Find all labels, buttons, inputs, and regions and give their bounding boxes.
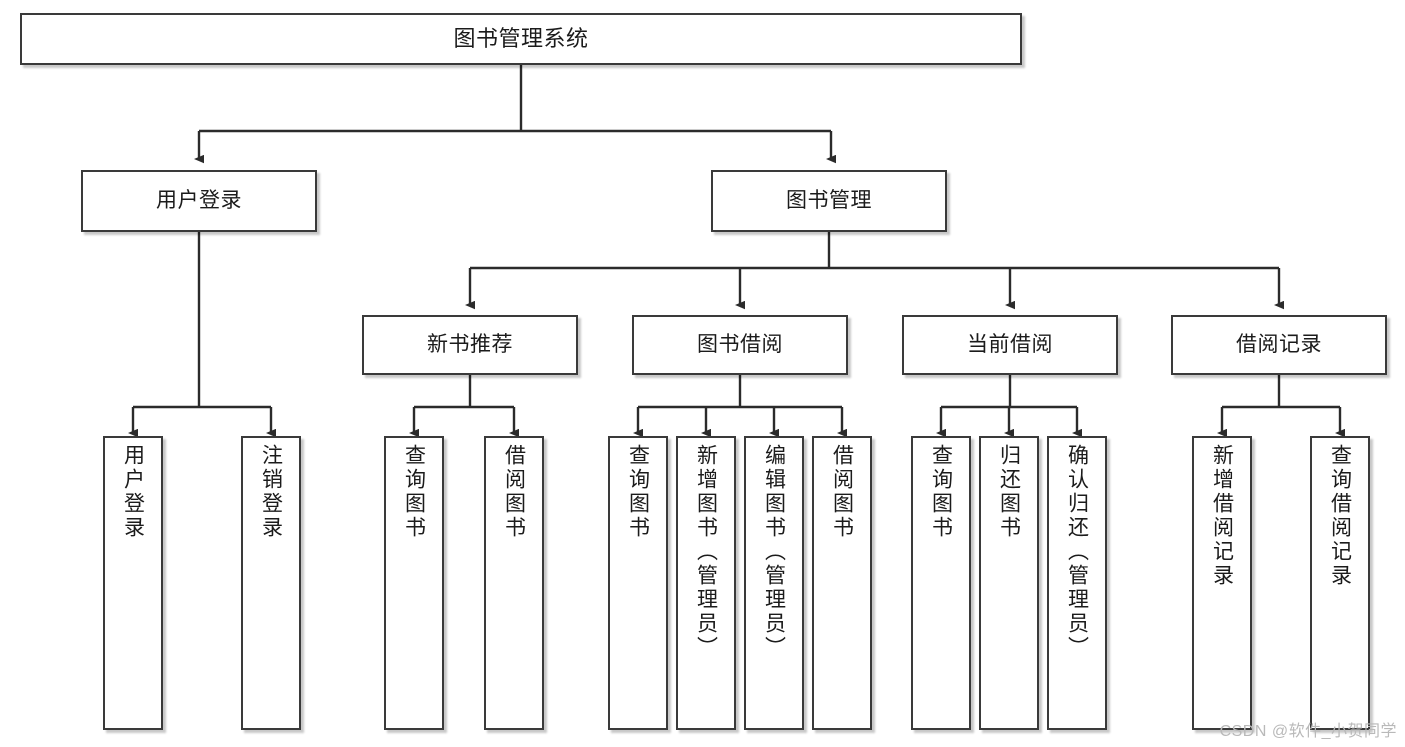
node-label: 查询图书 bbox=[402, 444, 426, 540]
node-leaf-current-confirm-return-admin[interactable]: 确认归还（管理员） bbox=[1047, 436, 1107, 730]
node-label: 借阅图书 bbox=[502, 444, 526, 540]
node-leaf-borrow-borrow-book[interactable]: 借阅图书 bbox=[812, 436, 872, 730]
node-label: 查询图书 bbox=[626, 444, 650, 540]
node-label: 新书推荐 bbox=[427, 332, 513, 356]
node-leaf-recommend-borrow-book[interactable]: 借阅图书 bbox=[484, 436, 544, 730]
node-label: 归还图书 bbox=[997, 444, 1021, 540]
node-label: 图书借阅 bbox=[697, 332, 783, 356]
node-current-borrow[interactable]: 当前借阅 bbox=[902, 315, 1118, 375]
node-label: 借阅记录 bbox=[1236, 332, 1322, 356]
node-book-management[interactable]: 图书管理 bbox=[711, 170, 947, 232]
node-label: 新增借阅记录 bbox=[1210, 444, 1234, 588]
node-label: 查询借阅记录 bbox=[1328, 444, 1352, 588]
node-label: 图书管理 bbox=[786, 188, 872, 212]
node-root-system[interactable]: 图书管理系统 bbox=[20, 13, 1022, 65]
node-label: 注销登录 bbox=[259, 444, 283, 540]
node-leaf-record-query-record[interactable]: 查询借阅记录 bbox=[1310, 436, 1370, 730]
node-label: 用户登录 bbox=[121, 444, 145, 540]
node-leaf-user-login-logout[interactable]: 注销登录 bbox=[241, 436, 301, 730]
node-leaf-record-add-record[interactable]: 新增借阅记录 bbox=[1192, 436, 1252, 730]
node-label: 查询图书 bbox=[929, 444, 953, 540]
node-leaf-borrow-edit-book-admin[interactable]: 编辑图书（管理员） bbox=[744, 436, 804, 730]
node-leaf-user-login-login[interactable]: 用户登录 bbox=[103, 436, 163, 730]
node-label: 当前借阅 bbox=[967, 332, 1053, 356]
node-label: 用户登录 bbox=[156, 188, 242, 212]
node-label: 新增图书（管理员） bbox=[694, 444, 718, 660]
node-label: 借阅图书 bbox=[830, 444, 854, 540]
node-leaf-current-query-book[interactable]: 查询图书 bbox=[911, 436, 971, 730]
watermark-text: CSDN @软件_小贺同学 bbox=[1219, 723, 1397, 740]
node-label: 图书管理系统 bbox=[453, 26, 589, 52]
node-leaf-borrow-add-book-admin[interactable]: 新增图书（管理员） bbox=[676, 436, 736, 730]
node-label: 确认归还（管理员） bbox=[1065, 444, 1089, 660]
node-label: 编辑图书（管理员） bbox=[762, 444, 786, 660]
node-borrow-record[interactable]: 借阅记录 bbox=[1171, 315, 1387, 375]
node-leaf-recommend-query-book[interactable]: 查询图书 bbox=[384, 436, 444, 730]
node-leaf-current-return-book[interactable]: 归还图书 bbox=[979, 436, 1039, 730]
node-user-login[interactable]: 用户登录 bbox=[81, 170, 317, 232]
node-book-borrow[interactable]: 图书借阅 bbox=[632, 315, 848, 375]
node-new-book-recommend[interactable]: 新书推荐 bbox=[362, 315, 578, 375]
node-leaf-borrow-query-book[interactable]: 查询图书 bbox=[608, 436, 668, 730]
